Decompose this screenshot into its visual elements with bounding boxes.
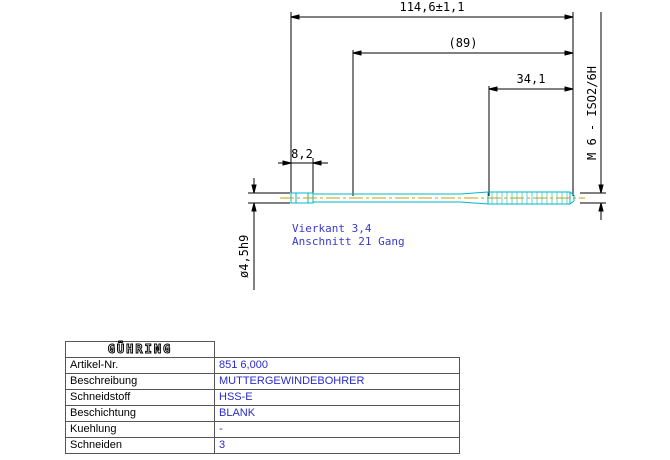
brand-row: GÜHRING bbox=[65, 341, 460, 358]
table-row: Kuehlung - bbox=[65, 421, 460, 438]
dim-reference-length: (89) bbox=[449, 36, 478, 50]
table-row: Beschreibung MUTTERGEWINDEBOHRER bbox=[65, 373, 460, 390]
dim-shank-diameter: ø4,5h9 bbox=[237, 235, 251, 278]
row-label: Schneiden bbox=[65, 437, 215, 454]
row-label: Artikel-Nr. bbox=[65, 357, 215, 374]
table-row: Artikel-Nr. 851 6,000 bbox=[65, 357, 460, 374]
row-label: Beschichtung bbox=[65, 405, 215, 422]
row-value: 851 6,000 bbox=[214, 357, 460, 374]
brand-logo: GÜHRING bbox=[65, 341, 215, 358]
dim-square-length: 8,2 bbox=[291, 147, 313, 161]
note-square: Vierkant 3,4 bbox=[292, 222, 372, 235]
table-row: Schneidstoff HSS-E bbox=[65, 389, 460, 406]
dim-overall-length: 114,6±1,1 bbox=[399, 0, 464, 14]
row-value: HSS-E bbox=[214, 389, 460, 406]
dim-thread-spec: M 6 - ISO2/6H bbox=[585, 66, 599, 160]
row-label: Kuehlung bbox=[65, 421, 215, 438]
row-value: - bbox=[214, 421, 460, 438]
table-row: Beschichtung BLANK bbox=[65, 405, 460, 422]
row-value: 3 bbox=[214, 437, 460, 454]
note-chamfer: Anschnitt 21 Gang bbox=[292, 235, 405, 248]
row-value: BLANK bbox=[214, 405, 460, 422]
spec-table: GÜHRING Artikel-Nr. 851 6,000 Beschreibu… bbox=[65, 341, 460, 454]
row-label: Beschreibung bbox=[65, 373, 215, 390]
row-label: Schneidstoff bbox=[65, 389, 215, 406]
row-value: MUTTERGEWINDEBOHRER bbox=[214, 373, 460, 390]
tap-tool-outline bbox=[290, 191, 575, 205]
dim-shank-length: 34,1 bbox=[517, 72, 546, 86]
extension-lines bbox=[248, 12, 606, 204]
dimension-lines bbox=[251, 12, 604, 290]
table-row: Schneiden 3 bbox=[65, 437, 460, 454]
